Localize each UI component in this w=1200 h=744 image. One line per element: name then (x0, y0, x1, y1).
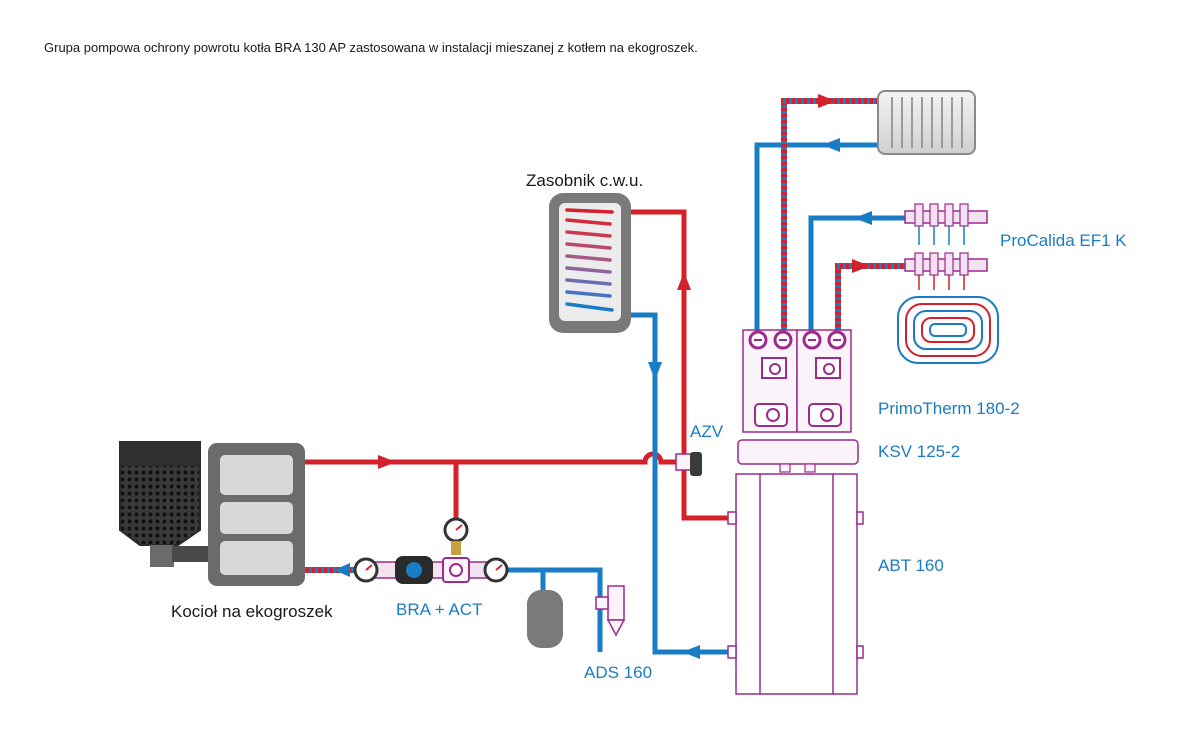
azv-label: AZV (690, 422, 724, 441)
tank-coil (565, 208, 614, 312)
ads-separator (595, 585, 626, 637)
flow-arrow (852, 259, 870, 273)
boiler-door (220, 541, 293, 575)
floor-return-pipe (808, 215, 910, 330)
floor-heating-label: ProCalida EF1 K (1000, 231, 1127, 250)
boiler-return-pipe (500, 567, 603, 652)
boiler-door (220, 502, 293, 534)
hot-water-tank (549, 193, 631, 333)
flow-arrow (378, 455, 396, 469)
buffer-supply-pipe (681, 468, 735, 521)
flow-arrow (818, 94, 836, 108)
ksv-manifold (737, 439, 859, 465)
flow-arrow (334, 563, 350, 577)
boiler (119, 441, 305, 586)
radiator (877, 90, 976, 155)
hopper-lid (120, 442, 200, 466)
ads-label: ADS 160 (584, 663, 652, 682)
boiler-supply-pipe (305, 451, 682, 465)
abt-label: ABT 160 (878, 556, 944, 575)
feeder-screw (150, 545, 174, 567)
diagram-caption: Grupa pompowa ochrony powrotu kotła BRA … (44, 40, 698, 55)
expansion-vessel (527, 590, 563, 648)
flow-arrow (854, 211, 872, 225)
radiator-supply-pipe-v (781, 100, 787, 330)
azv-valve (675, 452, 702, 476)
radiator-return-pipe (754, 142, 878, 330)
flow-arrow (822, 138, 840, 152)
feeder-duct (172, 546, 212, 562)
boiler-label: Kocioł na ekogroszek (171, 602, 333, 621)
floor-supply-pipe-v (835, 265, 841, 330)
tank-label: Zasobnik c.w.u. (526, 171, 643, 190)
floor-heating-loop (897, 296, 999, 364)
pump-group-floor (796, 329, 852, 433)
tank-return-pipe (612, 312, 735, 655)
tank-supply-pipe (612, 209, 687, 462)
buffer-abt (727, 473, 864, 695)
bra-act-label: BRA + ACT (396, 600, 482, 619)
ksv-label: KSV 125-2 (878, 442, 960, 461)
boiler-door (220, 455, 293, 495)
ksv-connector (779, 463, 791, 473)
ksv-connector (804, 463, 816, 473)
pump-group-radiator (742, 329, 798, 433)
bra-act-group (353, 517, 509, 584)
floor-heating-manifold (904, 203, 988, 290)
flow-arrow (648, 362, 662, 380)
flow-arrow (677, 272, 691, 290)
floor-supply-pipe-h (835, 263, 910, 269)
pump-group-label: PrimoTherm 180-2 (878, 399, 1020, 418)
flow-arrow (682, 645, 700, 659)
